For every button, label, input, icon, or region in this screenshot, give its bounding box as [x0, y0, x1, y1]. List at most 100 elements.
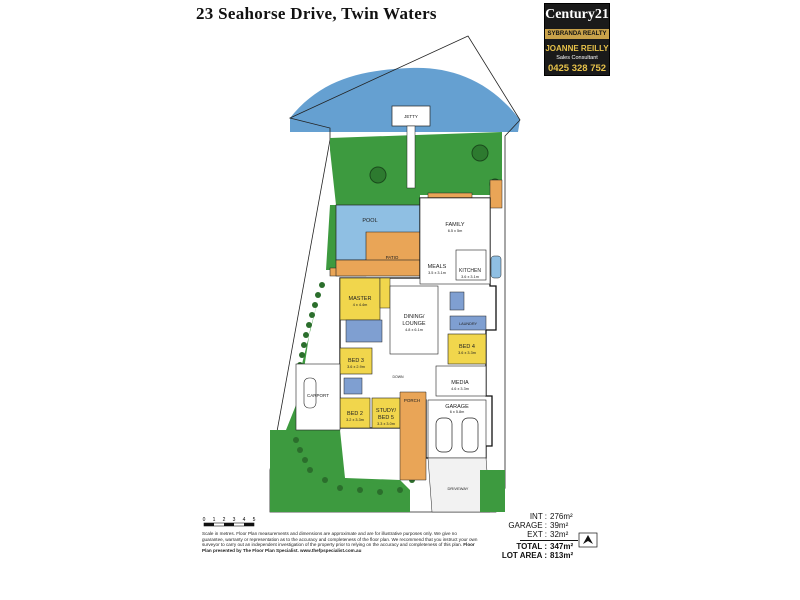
scale-tick-label: 4 — [243, 517, 246, 523]
dining-lounge — [389, 285, 439, 355]
patio-label: PATIO — [386, 255, 399, 260]
area-label: INT : — [529, 512, 547, 521]
jetty-walkway — [406, 125, 416, 189]
area-label: GARAGE : — [508, 521, 547, 530]
scale-bar-fill — [244, 523, 254, 526]
disclaimer-text: Scale in metres. Floor Plan measurements… — [202, 531, 478, 548]
study-bed5 — [371, 397, 401, 429]
entry-path — [399, 391, 427, 481]
lawn-lower-left — [270, 430, 410, 512]
scale-bar-fill — [224, 523, 234, 526]
agency-office: SYBRANDA REALTY — [545, 29, 609, 39]
scale-bar-fill — [204, 523, 214, 526]
dining-dim: 4.8 x 6.1m — [405, 328, 423, 332]
wc — [449, 291, 465, 311]
area-value: 813m² — [550, 551, 574, 560]
laundry-label: LAUNDRY — [459, 322, 478, 326]
media-label: MEDIA — [451, 380, 469, 386]
ensuite — [345, 319, 383, 343]
area-row: LOT AREA :813m² — [500, 551, 578, 560]
bed2 — [339, 397, 371, 429]
garage-dim: 6 x 5.8m — [450, 410, 465, 414]
bed4-label: BED 4 — [459, 344, 475, 350]
scale-bar: 0 1 2 3 4 5 — [203, 517, 256, 527]
agency-logo-panel: Century21 SYBRANDA REALTY JOANNE REILLY … — [544, 3, 610, 76]
media-dim: 4.6 x 3.3m — [451, 387, 469, 391]
bed5-dim: 3.3 x 3.0m — [377, 422, 395, 426]
hedge-row — [293, 282, 415, 495]
agency-brand: Century21 — [545, 7, 609, 22]
master-dim: 4 x 4.4m — [353, 303, 368, 307]
family-room — [419, 197, 491, 285]
agent-name: JOANNE REILLY — [545, 44, 609, 53]
laundry — [449, 315, 487, 331]
area-value: 39m² — [550, 521, 569, 530]
area-label: TOTAL : — [516, 542, 547, 551]
bed3-label: BED 3 — [348, 358, 364, 364]
bed4 — [447, 333, 487, 365]
spa — [490, 255, 502, 279]
scale-tick-labels: 0 1 2 3 4 5 — [203, 517, 256, 523]
area-row: INT :276m² — [500, 512, 578, 521]
area-row: GARAGE :39m² — [500, 521, 578, 530]
kitchen-label: KITCHEN — [459, 268, 481, 274]
disclaimer-credit: Floor Plan presented by The Floor Plan S… — [202, 542, 475, 553]
bed2-dim: 3.2 x 3.3m — [346, 418, 364, 422]
area-row: EXT :32m² — [500, 530, 578, 539]
agent-phone: 0425 328 752 — [547, 63, 607, 74]
tree-icon — [369, 166, 387, 184]
scale-tick-label: 1 — [213, 517, 216, 523]
verge-lawn — [480, 470, 505, 512]
canal-water — [290, 67, 520, 132]
family-dim: 6.5 x 5m — [448, 229, 463, 233]
area-value: 276m² — [550, 512, 573, 521]
disclaimer: Scale in metres. Floor Plan measurements… — [202, 531, 480, 553]
driveway-label: DRIVEWAY — [448, 486, 469, 491]
bed3 — [339, 347, 373, 375]
lounge-label: LOUNGE — [402, 321, 426, 327]
area-row: TOTAL :347m² — [500, 542, 578, 551]
car-icon — [435, 417, 479, 453]
area-value: 32m² — [550, 530, 569, 539]
scale-tick-label: 3 — [233, 517, 236, 523]
dining-label: DINING/ — [404, 314, 425, 320]
meals-label: MEALS — [428, 264, 447, 270]
garage-label: GARAGE — [445, 404, 469, 410]
tree-icon — [471, 144, 489, 162]
study-label: STUDY/ — [376, 408, 397, 414]
page-title: 23 Seahorse Drive, Twin Waters — [196, 4, 437, 23]
kitchen-bench — [455, 249, 487, 281]
garage — [427, 399, 487, 459]
scale-tick-label: 5 — [253, 517, 256, 523]
north-arrow-icon — [578, 532, 598, 548]
carport — [295, 363, 341, 431]
bed2-label: BED 2 — [347, 411, 363, 417]
scale-tick-label: 0 — [203, 517, 206, 523]
side-deck — [489, 179, 503, 209]
media-room — [435, 365, 487, 397]
bed3-dim: 3.6 x 2.9m — [347, 365, 365, 369]
jetty-label: JETTY — [404, 114, 418, 119]
down-label: DOWN — [392, 375, 404, 379]
master-bedroom — [339, 277, 381, 321]
family-label: FAMILY — [445, 222, 464, 228]
area-label: EXT : — [527, 530, 547, 539]
bed5-label: BED 5 — [378, 415, 394, 421]
master-label: MASTER — [349, 296, 372, 302]
carport-label: CARPORT — [307, 393, 329, 398]
car-icon — [303, 377, 317, 409]
scale-tick-label: 2 — [223, 517, 226, 523]
walk-in-robe — [379, 277, 391, 309]
kitchen-dim: 3.6 x 3.1m — [461, 275, 479, 279]
bed4-dim: 3.6 x 3.3m — [458, 351, 476, 355]
area-value: 347m² — [550, 542, 574, 551]
agent-role: Sales Consultant — [556, 55, 598, 61]
bathroom — [343, 377, 363, 395]
porch-label: PORCH — [404, 398, 420, 403]
total-divider — [520, 540, 578, 541]
area-label: LOT AREA : — [501, 551, 547, 560]
pool-label: POOL — [362, 218, 377, 224]
